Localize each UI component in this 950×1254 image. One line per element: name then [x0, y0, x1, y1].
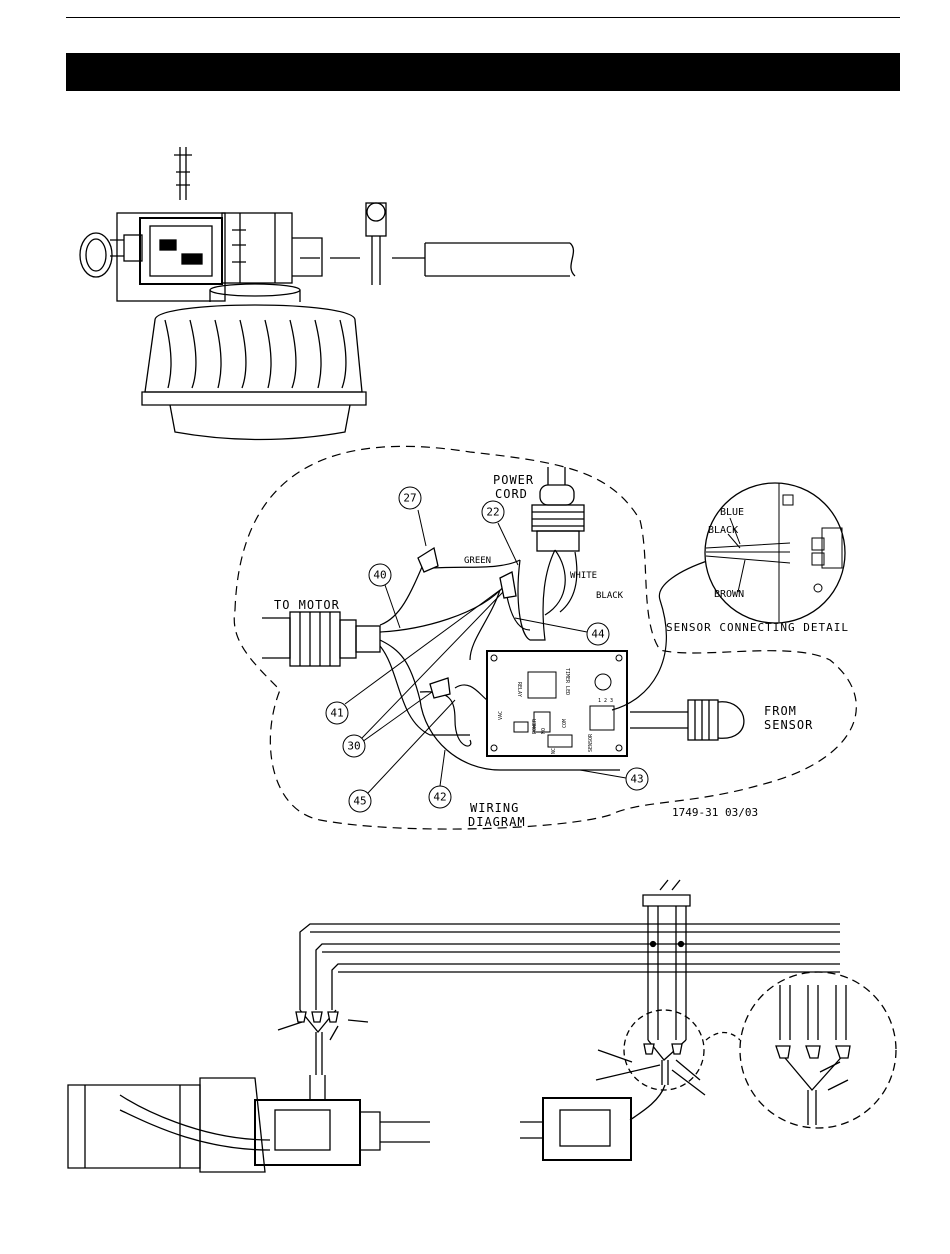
- callout-41: 41: [326, 590, 500, 724]
- wiring-diagram-label-line2: DIAGRAM: [468, 815, 526, 829]
- svg-text:45: 45: [353, 795, 366, 808]
- svg-text:22: 22: [486, 506, 499, 519]
- svg-text:41: 41: [330, 707, 343, 720]
- from-sensor-label-line2: SENSOR: [764, 718, 813, 732]
- com-label: COM: [562, 719, 568, 728]
- board-terminal-1: 1: [598, 698, 601, 704]
- callout-43: 43: [580, 768, 648, 790]
- power-label: POWER: [532, 718, 538, 734]
- power-cord-label-line2: CORD: [495, 487, 528, 501]
- sensor-input-label: SENSOR: [588, 733, 594, 752]
- callout-27: 27: [399, 487, 426, 546]
- detail-brown-label: BROWN: [714, 589, 744, 600]
- white-wire-label: WHITE: [570, 571, 597, 581]
- sensor-connecting-detail: BLUE BLACK BROWN SENSOR CONNECTING DETAI…: [666, 483, 849, 634]
- svg-text:30: 30: [347, 740, 360, 753]
- power-cord-gland: [532, 467, 584, 551]
- control-board: TIMER LED RELAY POWER NO NC COM VAC SENS…: [487, 651, 627, 756]
- relay-label: RELAY: [516, 682, 522, 697]
- sensor-gland: [630, 700, 744, 740]
- wiring-diagram: TIMER LED RELAY POWER NO NC COM VAC SENS…: [234, 446, 856, 829]
- svg-text:44: 44: [591, 628, 605, 641]
- from-sensor-label-line1: FROM: [764, 704, 797, 718]
- vac-label: VAC: [498, 711, 504, 720]
- wire-nuts: [418, 548, 516, 698]
- detail-blue-label: BLUE: [720, 507, 744, 518]
- sensor-connecting-detail-label: SENSOR CONNECTING DETAIL: [666, 621, 849, 634]
- svg-text:43: 43: [630, 773, 643, 786]
- no-label: NO: [541, 728, 547, 734]
- power-cord-label-line1: POWER: [493, 473, 534, 487]
- svg-text:27: 27: [403, 492, 416, 505]
- valve-assembly-drawing: [80, 147, 575, 440]
- callout-30: 30: [343, 592, 503, 757]
- drawing-code: 1749-31 03/03: [672, 806, 758, 819]
- detail-black-label: BLACK: [708, 525, 738, 536]
- callout-40: 40: [369, 564, 400, 628]
- svg-text:42: 42: [433, 791, 446, 804]
- nc-label: NC: [551, 748, 557, 754]
- callout-44: 44: [515, 618, 609, 645]
- callout-42: 42: [429, 750, 451, 808]
- to-motor-label: TO MOTOR: [274, 598, 340, 612]
- green-wire-label: GREEN: [464, 556, 491, 566]
- black-wire-label: BLACK: [596, 591, 624, 601]
- motor-connector: [262, 612, 380, 666]
- wiring-diagram-label-line1: WIRING: [470, 801, 519, 815]
- wire-bundle: [380, 550, 710, 770]
- svg-text:40: 40: [373, 569, 386, 582]
- timer-led-label: TIMER LED: [564, 668, 570, 695]
- board-terminal-3: 3: [610, 698, 613, 704]
- field-wiring-drawing: [68, 880, 896, 1172]
- board-terminal-2: 2: [604, 698, 607, 704]
